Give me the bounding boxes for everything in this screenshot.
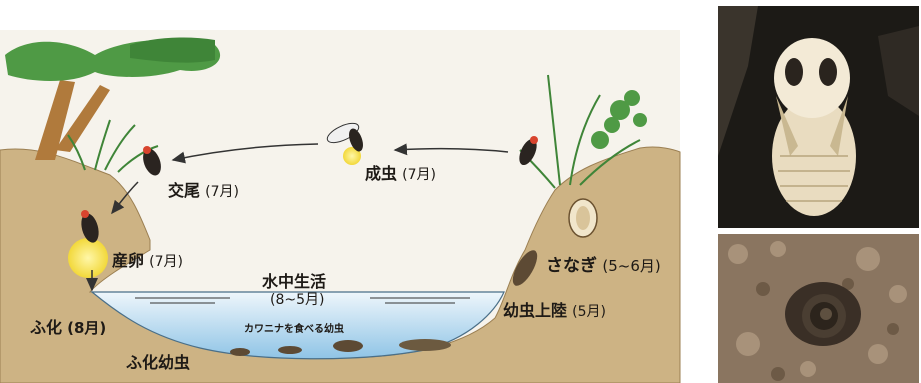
water-pond	[90, 291, 505, 360]
water-larvae	[230, 339, 451, 356]
label-snail-eating-larva: カワニナを食べる幼虫	[244, 324, 344, 335]
leaves-right	[591, 90, 647, 149]
label-adult-period: (7月)	[402, 167, 436, 183]
label-pupa-text: さなぎ	[546, 256, 597, 276]
firefly-arriving	[519, 136, 538, 166]
label-water-life-text: 水中生活	[262, 272, 327, 291]
label-mating-period: (7月)	[205, 184, 239, 200]
label-larva-landing: 幼虫上陸 (5月)	[503, 297, 606, 321]
firefly-adult	[326, 122, 363, 165]
label-pupa-period: (5~6月)	[602, 257, 661, 275]
label-mating: 交尾 (7月)	[168, 177, 239, 201]
larva-in-soil-photo	[718, 234, 919, 383]
water-lines	[135, 297, 470, 304]
label-hatching-text: ふ化	[30, 318, 63, 337]
firefly-mating	[143, 146, 161, 176]
label-egg-laying: 産卵 (7月)	[112, 247, 183, 271]
label-egg-laying-text: 産卵	[112, 251, 145, 270]
larva-landing-shape	[512, 250, 538, 286]
pupa-cell	[568, 198, 598, 238]
label-hatched-larva-text: ふ化幼虫	[126, 353, 191, 372]
label-larva-landing-text: 幼虫上陸	[503, 301, 568, 320]
label-mating-text: 交尾	[168, 181, 201, 200]
firefly-egg-laying	[68, 210, 108, 278]
larva-soil-illustration	[718, 234, 919, 383]
label-water-life-period: (8~5月)	[270, 292, 325, 308]
arrow-right-to-adult	[393, 143, 509, 156]
label-water-life: 水中生活	[262, 268, 326, 292]
label-hatched-larva: ふ化幼虫	[126, 349, 190, 373]
pupa-photo	[718, 6, 919, 228]
label-egg-laying-period: (7月)	[149, 254, 183, 270]
arrow-adult-to-mating	[171, 143, 319, 164]
grass-left	[67, 119, 159, 173]
label-adult: 成虫 (7月)	[365, 160, 436, 184]
label-hatching-period: (8月)	[67, 319, 107, 337]
label-adult-text: 成虫	[365, 164, 398, 183]
label-pupa: さなぎ (5~6月)	[546, 251, 661, 276]
life-cycle-diagram	[0, 30, 681, 383]
arrow-mating-to-egg	[111, 181, 139, 215]
pupa-illustration	[718, 6, 919, 228]
label-hatching: ふ化 (8月)	[30, 314, 106, 338]
label-larva-landing-period: (5月)	[572, 304, 606, 320]
